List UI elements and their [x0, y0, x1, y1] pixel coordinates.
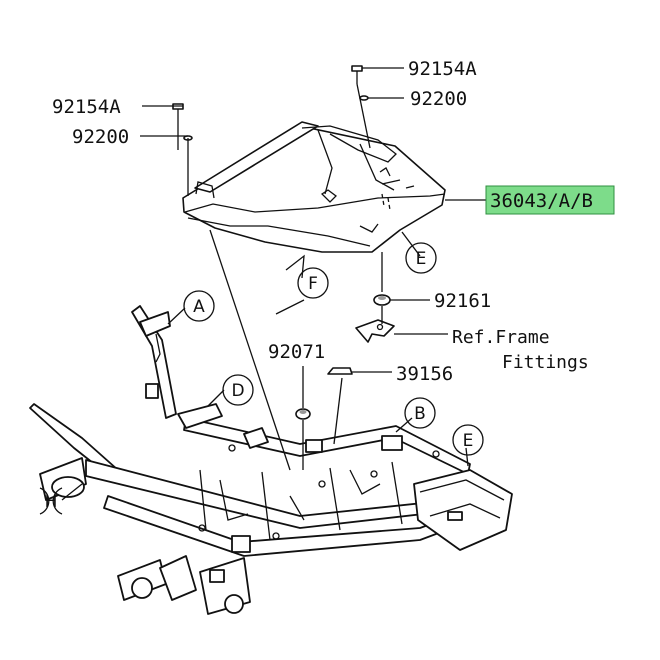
- svg-text:F: F: [308, 274, 318, 294]
- callout-washer-left: 92200: [72, 126, 129, 148]
- callout-screw-left: 92154A: [52, 96, 121, 118]
- svg-text:H: H: [45, 492, 58, 512]
- rear-frame-part: [29, 305, 513, 615]
- svg-text:E: E: [463, 431, 474, 451]
- callout-36043-highlight[interactable]: 36043/A/B: [485, 185, 615, 215]
- callout-36043[interactable]: 36043/A/B: [490, 190, 593, 212]
- callout-washer-right: 92200: [410, 88, 467, 110]
- callout-ref-frame: Ref.Frame: [452, 327, 550, 348]
- svg-text:B: B: [414, 404, 426, 424]
- callout-grommet: 92161: [434, 290, 491, 312]
- svg-text:E: E: [416, 249, 427, 269]
- seat-cowl-part: [182, 121, 446, 253]
- frame-fitting-bracket-icon: [355, 319, 395, 343]
- callout-screw-right: 92154A: [408, 58, 477, 80]
- screw-right-icon: [351, 65, 363, 84]
- grommet-icon: [373, 294, 391, 306]
- washer-right-icon: [359, 95, 369, 101]
- callout-39156: 39156: [396, 363, 453, 385]
- circle-ref-E-upper: E: [405, 242, 437, 274]
- circle-ref-A: A: [183, 290, 215, 322]
- circle-ref-E-lower: E: [452, 424, 484, 456]
- svg-text:A: A: [193, 297, 205, 317]
- callout-fittings: Fittings: [502, 352, 589, 373]
- callout-92071: 92071: [268, 341, 325, 363]
- circle-ref-D: D: [222, 374, 254, 406]
- grommet-92071-icon: [295, 408, 311, 420]
- leader-lines: [61, 67, 486, 501]
- svg-text:D: D: [231, 381, 244, 401]
- pad-39156-icon: [327, 367, 353, 375]
- circle-ref-F: F: [297, 267, 329, 299]
- circle-ref-B: B: [404, 397, 436, 429]
- circle-ref-H: H: [39, 487, 63, 515]
- highlight-box: [485, 185, 615, 215]
